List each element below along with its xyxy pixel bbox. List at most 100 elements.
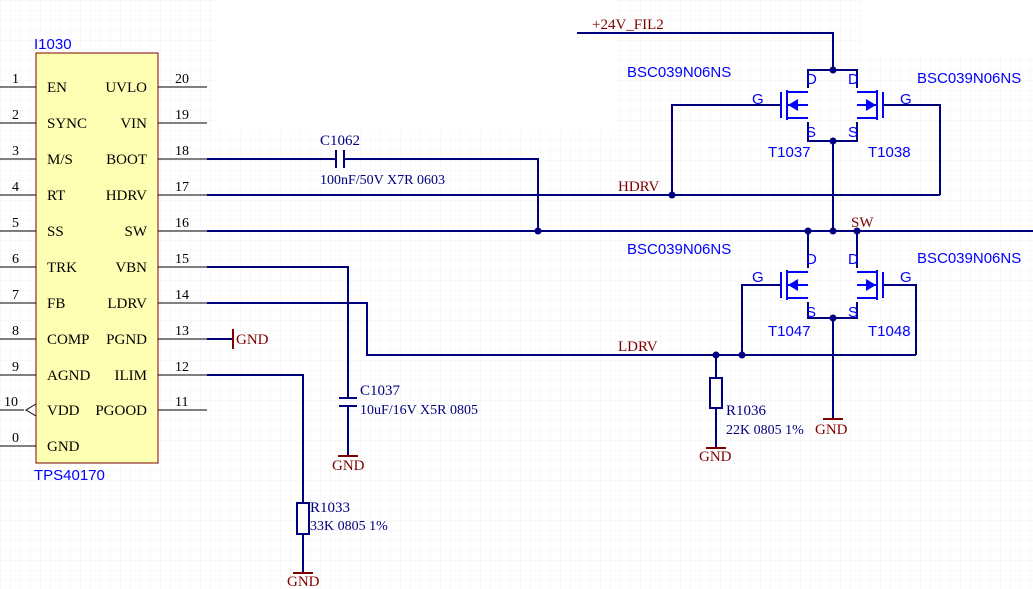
pin-label: SYNC [47, 116, 87, 132]
pin-label: SW [125, 224, 148, 240]
source-label: S [806, 124, 816, 141]
gnd-port-r1036: GND [699, 447, 732, 465]
pin-label: GND [47, 439, 80, 455]
drain-label: D [806, 251, 817, 268]
drain-label: D [848, 251, 859, 268]
wires [207, 32, 1033, 572]
capacitor-c1037[interactable]: C1037 10uF/16V X5R 0805 [339, 383, 478, 418]
wire-ldrv [207, 302, 916, 356]
source-label: S [848, 304, 858, 321]
wire-gate-t1037 [671, 104, 781, 195]
junctions [534, 66, 861, 359]
pin-number: 9 [12, 360, 19, 375]
gnd-label: GND [815, 422, 848, 438]
c1062-ref: C1062 [320, 133, 360, 149]
ic-designator: I1030 [34, 36, 72, 53]
blank-region [215, 0, 613, 131]
gnd-label: GND [332, 458, 365, 474]
gate-label: G [900, 91, 912, 108]
pin-number: 17 [175, 180, 189, 195]
pin-label: BOOT [106, 152, 147, 168]
c1037-ref: C1037 [360, 383, 401, 399]
capacitor-c1062[interactable]: C1062 100nF/50V X7R 0603 [320, 133, 445, 188]
pin-number: 3 [12, 144, 19, 159]
ic-part-name: TPS40170 [34, 467, 105, 484]
pin-label: EN [47, 80, 67, 96]
t1038-ref: T1038 [868, 144, 911, 161]
pin-number: 1 [12, 72, 19, 87]
t1037-ref: T1037 [768, 144, 811, 161]
blank-region-top-right [862, 0, 1033, 56]
wire-c1062-right [344, 158, 539, 231]
wire-ilim [207, 374, 304, 503]
gnd-port-pgnd: GND [232, 329, 269, 349]
pin-label: FB [47, 296, 65, 312]
wire-gate-t1047 [741, 284, 781, 355]
pin-number: 8 [12, 324, 19, 339]
resistor-r1033[interactable]: R1033 33K 0805 1% [296, 500, 388, 535]
resistor-r1036[interactable]: R1036 22K 0805 1% [709, 377, 804, 438]
gate-label: G [752, 91, 764, 108]
mosfet-t1037[interactable]: G D S T1037 [752, 71, 817, 161]
pin-number: 10 [4, 395, 18, 410]
ic-right-pin-lines [158, 86, 207, 411]
pin-label: UVLO [105, 80, 147, 96]
ic-i1030[interactable]: I1030 TPS40170 [0, 36, 207, 484]
pin-number: 4 [12, 180, 19, 195]
net-label-hdrv: HDRV [618, 179, 659, 195]
wire-24v [577, 32, 834, 70]
wire-gate-t1038 [883, 104, 941, 195]
c1062-value: 100nF/50V X7R 0603 [320, 173, 445, 188]
wire-top-drain-left [807, 69, 833, 88]
source-label: S [806, 304, 816, 321]
pin-label: VIN [120, 116, 147, 132]
pin-number: 2 [12, 108, 19, 123]
gnd-port-bottom-fets: GND [815, 418, 848, 438]
mosfet-t1038[interactable]: G D S T1038 [848, 71, 912, 161]
pin-label: SS [47, 224, 64, 240]
r1033-ref: R1033 [310, 500, 350, 516]
wire-gate-t1048 [883, 284, 917, 355]
pin-label: AGND [47, 368, 90, 384]
net-label-supply: +24V_FIL2 [592, 17, 664, 33]
pin-label: VDD [47, 403, 80, 419]
r1036-value: 22K 0805 1% [726, 423, 804, 438]
pin-label: LDRV [107, 296, 147, 312]
pin-label: RT [47, 188, 65, 204]
net-label-sw: SW [851, 215, 874, 231]
r1033-value: 33K 0805 1% [310, 519, 388, 534]
pin-label: M/S [47, 152, 73, 168]
gnd-port-r1033: GND [287, 572, 320, 589]
gnd-label: GND [699, 449, 732, 465]
net-label-ldrv: LDRV [618, 339, 658, 355]
t1037-part-name: BSC039N06NS [627, 64, 731, 81]
ic-left-pin-lines [0, 86, 37, 447]
pin-label: VBN [115, 260, 147, 276]
pin-label: PGOOD [95, 403, 147, 419]
ic-body [35, 52, 159, 464]
pin-number: 14 [175, 288, 189, 303]
t1048-ref: T1048 [868, 323, 911, 340]
pin-label: TRK [47, 260, 77, 276]
pin-number: 6 [12, 252, 19, 267]
pin-label: ILIM [115, 368, 148, 384]
t1047-part-name: BSC039N06NS [627, 241, 731, 258]
mosfet-t1048[interactable]: G D S T1048 [848, 251, 912, 340]
t1038-part-name: BSC039N06NS [917, 70, 1021, 87]
pin-label: PGND [106, 332, 147, 348]
drain-label: D [806, 71, 817, 88]
pin-number: 0 [12, 431, 19, 446]
mosfet-t1047[interactable]: G D S T1047 [752, 251, 817, 340]
gnd-label: GND [287, 574, 320, 589]
pin-number: 16 [175, 216, 189, 231]
t1047-ref: T1047 [768, 323, 811, 340]
gnd-label: GND [236, 332, 269, 348]
r1036-ref: R1036 [726, 403, 767, 419]
pin-number: 19 [175, 108, 189, 123]
pin-number: 11 [175, 395, 188, 410]
pin-number: 7 [12, 288, 19, 303]
wire-top-drain-right [833, 69, 858, 88]
pin-label: COMP [47, 332, 90, 348]
pin-number: 20 [175, 72, 189, 87]
